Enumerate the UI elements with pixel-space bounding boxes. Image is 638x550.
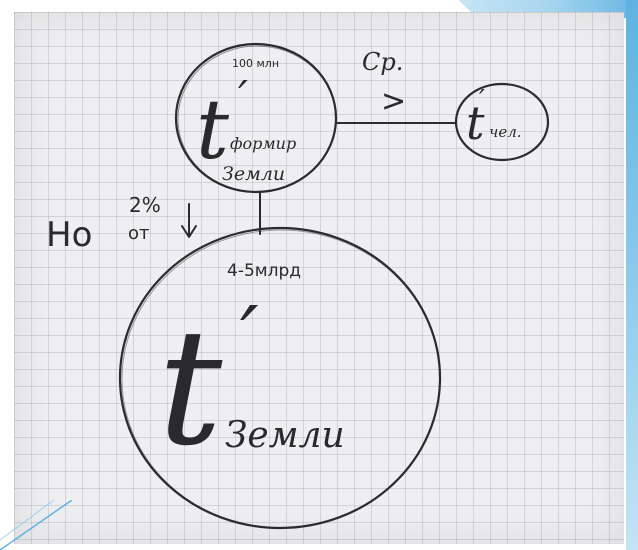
- formation-prime: ′: [238, 72, 248, 123]
- edge-label-from: от: [128, 223, 150, 244]
- earth-top-note: 4-5млрд: [227, 261, 301, 281]
- edge-label-percent: 2%: [129, 193, 161, 217]
- human-symbol: t: [466, 96, 485, 150]
- human-subscript: чел.: [489, 123, 522, 141]
- formation-top-note: 100 млн: [232, 57, 279, 70]
- earth-node-circle: [118, 226, 442, 530]
- earth-prime: ′: [240, 290, 259, 385]
- accent-bar-right: [626, 0, 638, 550]
- earth-symbol: t: [158, 294, 223, 481]
- accent-lines-bottom-left: [0, 500, 110, 550]
- human-prime: ′: [479, 85, 485, 115]
- grid-paper-photo: [14, 12, 624, 544]
- down-arrow-icon: [181, 203, 197, 238]
- edge-relation-greater-than: >: [381, 84, 406, 119]
- formation-subscript-line2: Земли: [222, 163, 285, 185]
- side-note: Но: [46, 215, 92, 255]
- earth-subscript: Земли: [225, 415, 345, 456]
- edge-label-comparison: Ср.: [362, 48, 403, 76]
- formation-symbol: t: [196, 83, 230, 178]
- formation-subscript-line1: формир: [230, 134, 296, 153]
